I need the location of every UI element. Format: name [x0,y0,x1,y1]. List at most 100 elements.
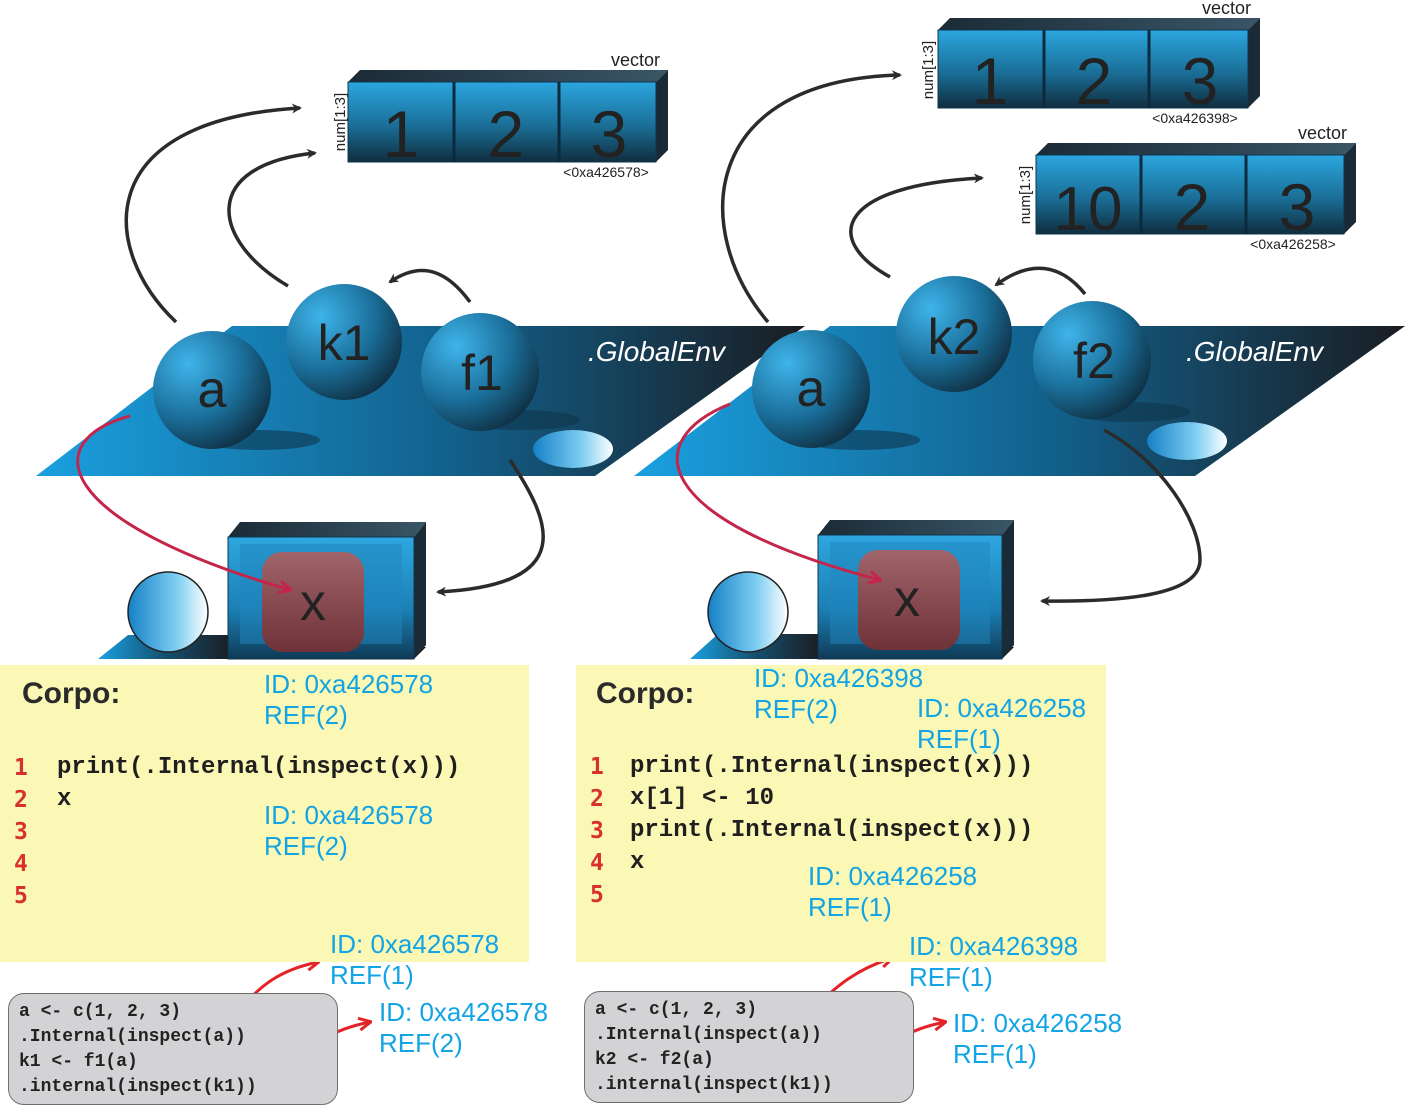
vector-address: <0xa426578> [563,164,649,180]
line-number: 1 [14,755,28,781]
inspect-output: ID: 0xa426578 REF(1) [330,929,499,991]
inspect-output: ID: 0xa426578 REF(2) [379,997,548,1059]
function-env-1: x [98,522,426,660]
vector-3: vector num[1:3] 10 2 3 <0xa426258> [1017,123,1356,252]
sphere-label: f1 [461,345,503,401]
code-line: print(.Internal(inspect(x))) [57,754,461,781]
arrow-f1-to-body [436,459,545,597]
sphere-label: a [797,360,826,418]
sphere-ball [707,571,789,653]
code-panel-2: Corpo: 1 2 3 4 5 print(.Internal(inspect… [576,665,1106,962]
sphere-label: k2 [928,309,981,365]
inspect-output: ID: 0xa426258 REF(1) [808,861,977,923]
arrow-a-to-vector [124,103,302,324]
env-ellipse [1147,422,1227,460]
vector-address: <0xa426398> [1152,110,1238,126]
vector-value: 3 [1182,44,1219,118]
line-number: 5 [14,883,28,909]
code-panel-1: Corpo: 1 2 3 4 5 print(.Internal(inspect… [0,665,529,962]
console-line: .internal(inspect(k1)) [19,1077,257,1097]
vector-type: num[1:3] [1017,166,1034,224]
arrow-f1-to-k1 [388,268,472,304]
line-number: 4 [590,850,604,876]
console-line: a <- c(1, 2, 3) [595,1000,758,1020]
vector-type: num[1:3] [332,93,349,151]
panel-title: Corpo: [596,677,695,710]
arrow-a-to-x [76,414,290,590]
arrow-f2-to-k2 [994,266,1087,296]
env-label: .GlobalEnv [588,336,727,367]
arrow-f2-to-body [1040,428,1202,607]
inspect-id: ID: 0xa426578 [330,929,500,959]
variable-x-label: x [894,570,920,628]
vector-label: vector [611,50,660,70]
inspect-id: ID: 0xa426258 [917,693,1087,723]
inspect-output: ID: 0xa426578 REF(2) [264,669,433,731]
inspect-ref: REF(1) [808,892,892,922]
inspect-output: ID: 0xa426258 REF(1) [953,1008,1122,1070]
env-label: .GlobalEnv [1186,336,1325,367]
inspect-id: ID: 0xa426258 [808,861,978,891]
vector-value: 1 [972,44,1009,118]
sphere-label: a [198,361,227,419]
console-line: a <- c(1, 2, 3) [19,1002,182,1022]
inspect-ref: REF(1) [917,724,1001,754]
code-line: print(.Internal(inspect(x))) [630,753,1034,780]
inspect-ref: REF(2) [379,1028,463,1058]
variable-x-label: x [300,574,326,632]
sphere-a-2: a [752,330,920,450]
inspect-id: ID: 0xa426578 [264,800,434,830]
inspect-output: ID: 0xa426578 REF(2) [264,800,433,862]
vector-1: vector num[1:3] 1 2 3 <0xa426578> [332,50,668,180]
function-env-2: x [690,520,1014,660]
inspect-ref: REF(2) [264,700,348,730]
sphere-k1: k1 [286,284,402,400]
vector-2: vector num[1:3] 1 2 3 <0xa426398> [920,0,1260,126]
console-line: .internal(inspect(k1)) [595,1075,833,1095]
vector-value: 10 [1054,175,1123,244]
code-line: x[1] <- 10 [630,785,775,812]
inspect-output: ID: 0xa426398 REF(1) [909,931,1078,993]
inspect-id: ID: 0xa426578 [264,669,434,699]
inspect-output: ID: 0xa426258 REF(1) [917,693,1086,755]
inspect-ref: REF(1) [953,1039,1037,1069]
vector-value: 3 [1279,170,1316,244]
binding-arrows [124,70,1202,607]
vector-value: 2 [1076,44,1113,118]
code-line: x [57,786,72,813]
console-2: a <- c(1, 2, 3) .Internal(inspect(a)) k2… [584,991,914,1103]
inspect-ref: REF(1) [909,962,993,992]
vector-label: vector [1298,123,1347,143]
line-number: 2 [14,787,28,813]
inspect-id: ID: 0xa426398 [754,663,924,693]
arrow-k1-to-vector [227,148,317,288]
inspect-ref: REF(2) [754,694,838,724]
env-ellipse [533,430,613,468]
sphere-label: k1 [318,315,371,371]
panel-title: Corpo: [22,677,121,710]
argument-arrows [76,402,880,590]
sphere-k2: k2 [896,276,1012,392]
sphere-f1: f1 [421,313,580,431]
console-line: k2 <- f2(a) [595,1050,714,1070]
sphere-label: f2 [1073,333,1115,389]
vector-value: 2 [1174,170,1211,244]
arrow-k2-to-vector [849,173,984,279]
vector-label: vector [1202,0,1251,18]
sphere-a-1: a [153,331,320,450]
vector-value: 3 [591,97,628,171]
vector-type: num[1:3] [920,41,937,99]
line-number: 4 [14,851,28,877]
inspect-id: ID: 0xa426578 [379,997,549,1027]
inspect-output: ID: 0xa426398 REF(2) [754,663,923,725]
console-line: .Internal(inspect(a)) [595,1025,822,1045]
inspect-id: ID: 0xa426398 [909,931,1079,961]
vector-address: <0xa426258> [1250,236,1336,252]
console-line: k1 <- f1(a) [19,1052,138,1072]
vector-value: 1 [383,97,420,171]
line-number: 3 [14,819,28,845]
inspect-ref: REF(2) [264,831,348,861]
console-line: .Internal(inspect(a)) [19,1027,246,1047]
line-number: 3 [590,818,604,844]
console-1: a <- c(1, 2, 3) .Internal(inspect(a)) k1… [8,993,338,1105]
